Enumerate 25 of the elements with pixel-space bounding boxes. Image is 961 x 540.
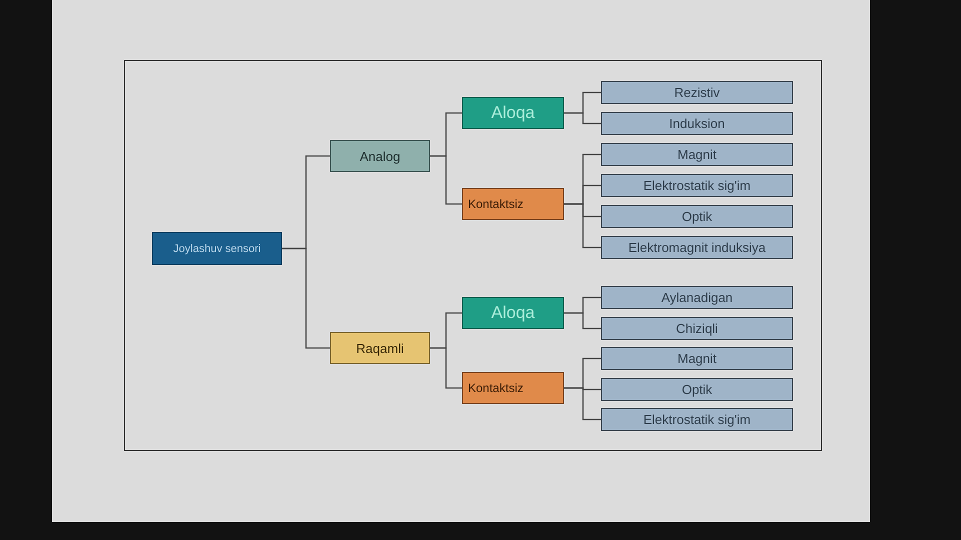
type-box: Elektrostatik sig'im <box>601 174 793 197</box>
category-box: Raqamli <box>330 332 430 364</box>
connector-line <box>430 347 462 389</box>
type-box: Magnit <box>601 143 793 166</box>
type-box: Magnit <box>601 347 793 370</box>
type-box: Chiziqli <box>601 317 793 340</box>
root-box: Joylashuv sensori <box>152 232 282 265</box>
type-box: Optik <box>601 378 793 401</box>
type-box: Induksion <box>601 112 793 135</box>
connector-line <box>564 312 601 330</box>
type-box: Elektromagnit induksiya <box>601 236 793 259</box>
connector-line <box>564 387 601 420</box>
group-box: Aloqa <box>462 297 564 329</box>
group-box: Kontaktsiz <box>462 188 564 220</box>
connector-line <box>282 248 330 349</box>
type-box: Optik <box>601 205 793 228</box>
type-box: Elektrostatik sig'im <box>601 408 793 431</box>
group-box: Aloqa <box>462 97 564 129</box>
type-box: Aylanadigan <box>601 286 793 309</box>
connector-line <box>564 203 601 248</box>
connector-line <box>430 155 462 205</box>
category-box: Analog <box>330 140 430 172</box>
group-box: Kontaktsiz <box>462 372 564 404</box>
connector-line <box>564 112 601 124</box>
type-box: Rezistiv <box>601 81 793 104</box>
